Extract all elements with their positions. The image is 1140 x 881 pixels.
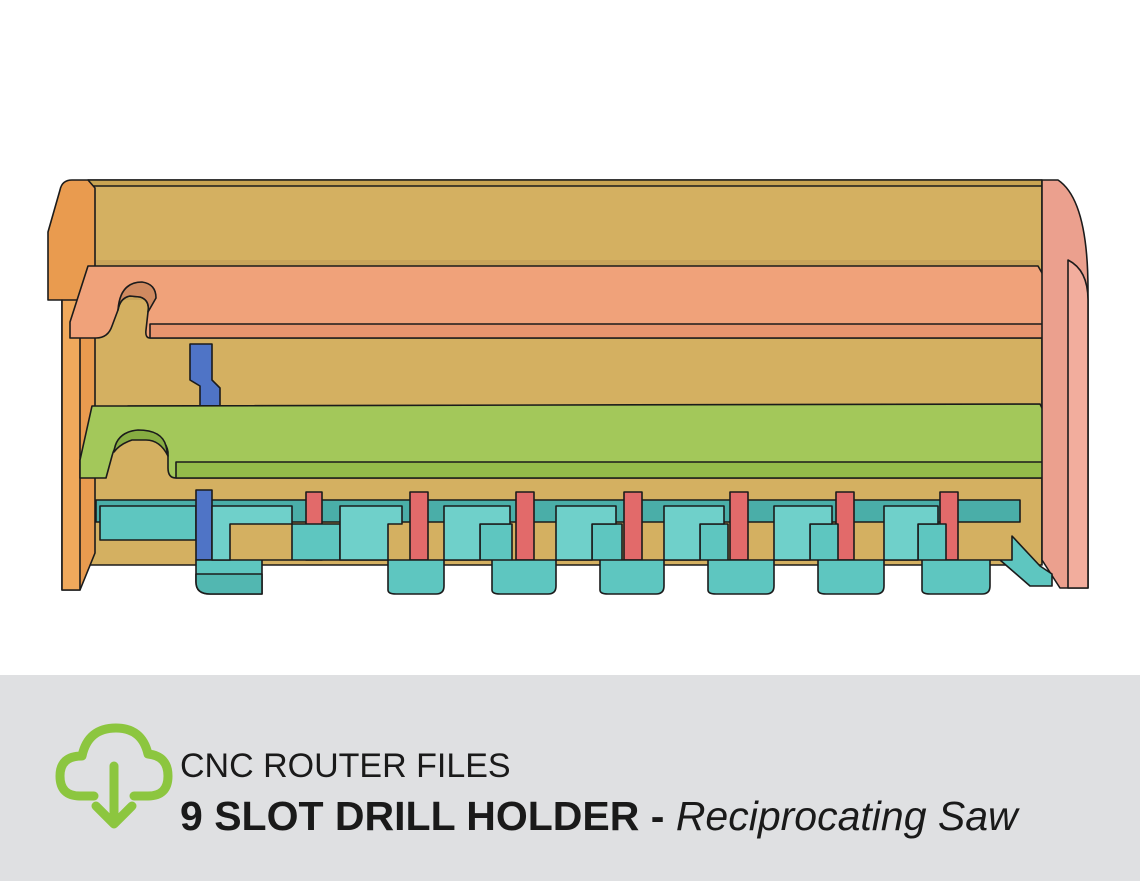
- rack-slot-tops: [211, 505, 939, 561]
- bottom-rack-front: [195, 573, 263, 595]
- left-side-panel-edge: [61, 299, 81, 591]
- bottom-rack-left-block: [99, 505, 197, 541]
- banner-subtitle: CNC ROUTER FILES: [180, 747, 511, 785]
- middle-shelf-notch: [113, 429, 169, 457]
- bottom-rack: [195, 523, 1053, 595]
- product-variant: Reciprocating Saw: [675, 793, 1018, 839]
- drill-holder-illustration: [47, 179, 1089, 595]
- product-name: 9 SLOT DRILL HOLDER: [180, 793, 640, 839]
- right-side-panel-front: [1067, 259, 1089, 589]
- title-separator: -: [639, 793, 676, 839]
- middle-shelf-front-edge: [175, 461, 1069, 479]
- back-panel-top-edge: [87, 179, 1043, 187]
- top-shelf-notch: [117, 281, 157, 313]
- top-shelf-front-edge: [149, 323, 1071, 339]
- banner-title: 9 SLOT DRILL HOLDER - Reciprocating Saw: [180, 792, 1018, 840]
- cloud-download-icon: [55, 723, 173, 829]
- blue-support-lower: [195, 489, 213, 561]
- product-banner: CNC ROUTER FILES 9 SLOT DRILL HOLDER - R…: [0, 675, 1140, 881]
